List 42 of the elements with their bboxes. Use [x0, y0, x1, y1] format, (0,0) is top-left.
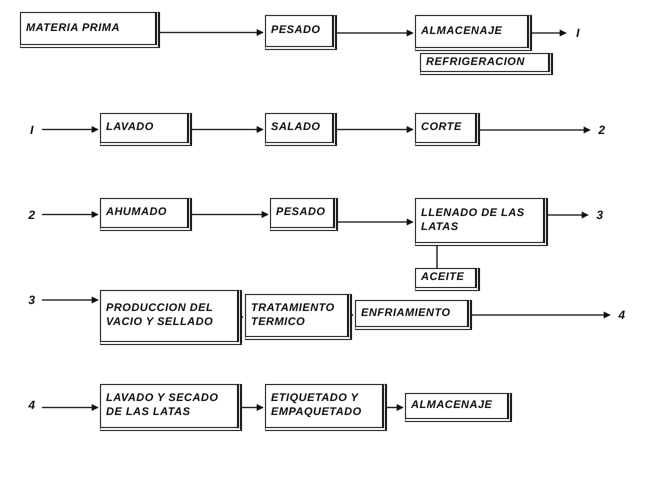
process-box: SALADO	[265, 113, 337, 146]
process-box: REFRIGERACION	[420, 53, 553, 75]
arrow	[338, 218, 414, 226]
arrow	[42, 296, 99, 304]
connector-label: 2	[22, 206, 42, 224]
arrow	[337, 126, 414, 133]
arrow	[192, 126, 264, 133]
process-box: LLENADO DE LAS LATAS	[415, 198, 548, 246]
process-box: PESADO	[265, 15, 337, 50]
process-box: LAVADO	[100, 113, 192, 146]
process-box: AHUMADO	[100, 198, 192, 231]
process-box: ENFRIAMIENTO	[355, 300, 472, 330]
process-box: ETIQUETADO Y EMPAQUETADO	[265, 384, 387, 431]
process-box: PESADO	[270, 198, 338, 231]
process-box: MATERIA PRIMA	[20, 12, 160, 48]
process-box: TRATAMIENTO TERMICO	[245, 294, 352, 340]
connector-label: 4	[22, 396, 42, 414]
connector-label: I	[568, 24, 588, 42]
connector-line	[436, 246, 438, 268]
arrow	[42, 126, 99, 133]
arrow	[532, 30, 567, 36]
connector-label: 3	[590, 206, 610, 224]
connector-label: I	[22, 121, 42, 139]
arrow	[42, 404, 99, 411]
arrow	[42, 211, 99, 218]
process-box: CORTE	[415, 113, 480, 146]
arrow	[192, 211, 269, 218]
connector-label: 4	[612, 306, 632, 324]
arrow	[387, 404, 404, 411]
arrow	[472, 312, 611, 318]
process-box: ALMACENAJE	[405, 393, 512, 422]
process-box: PRODUCCION DEL VACIO Y SELLADO	[100, 290, 242, 345]
arrow	[480, 126, 591, 134]
arrow	[337, 30, 414, 36]
process-box: ACEITE	[415, 268, 480, 291]
arrow	[160, 29, 264, 36]
process-box: LAVADO Y SECADO DE LAS LATAS	[100, 384, 242, 431]
arrow	[242, 404, 264, 411]
arrow	[548, 212, 589, 218]
connector-label: 2	[592, 121, 612, 139]
connector-label: 3	[22, 291, 42, 309]
process-box: ALMACENAJE	[415, 15, 532, 51]
